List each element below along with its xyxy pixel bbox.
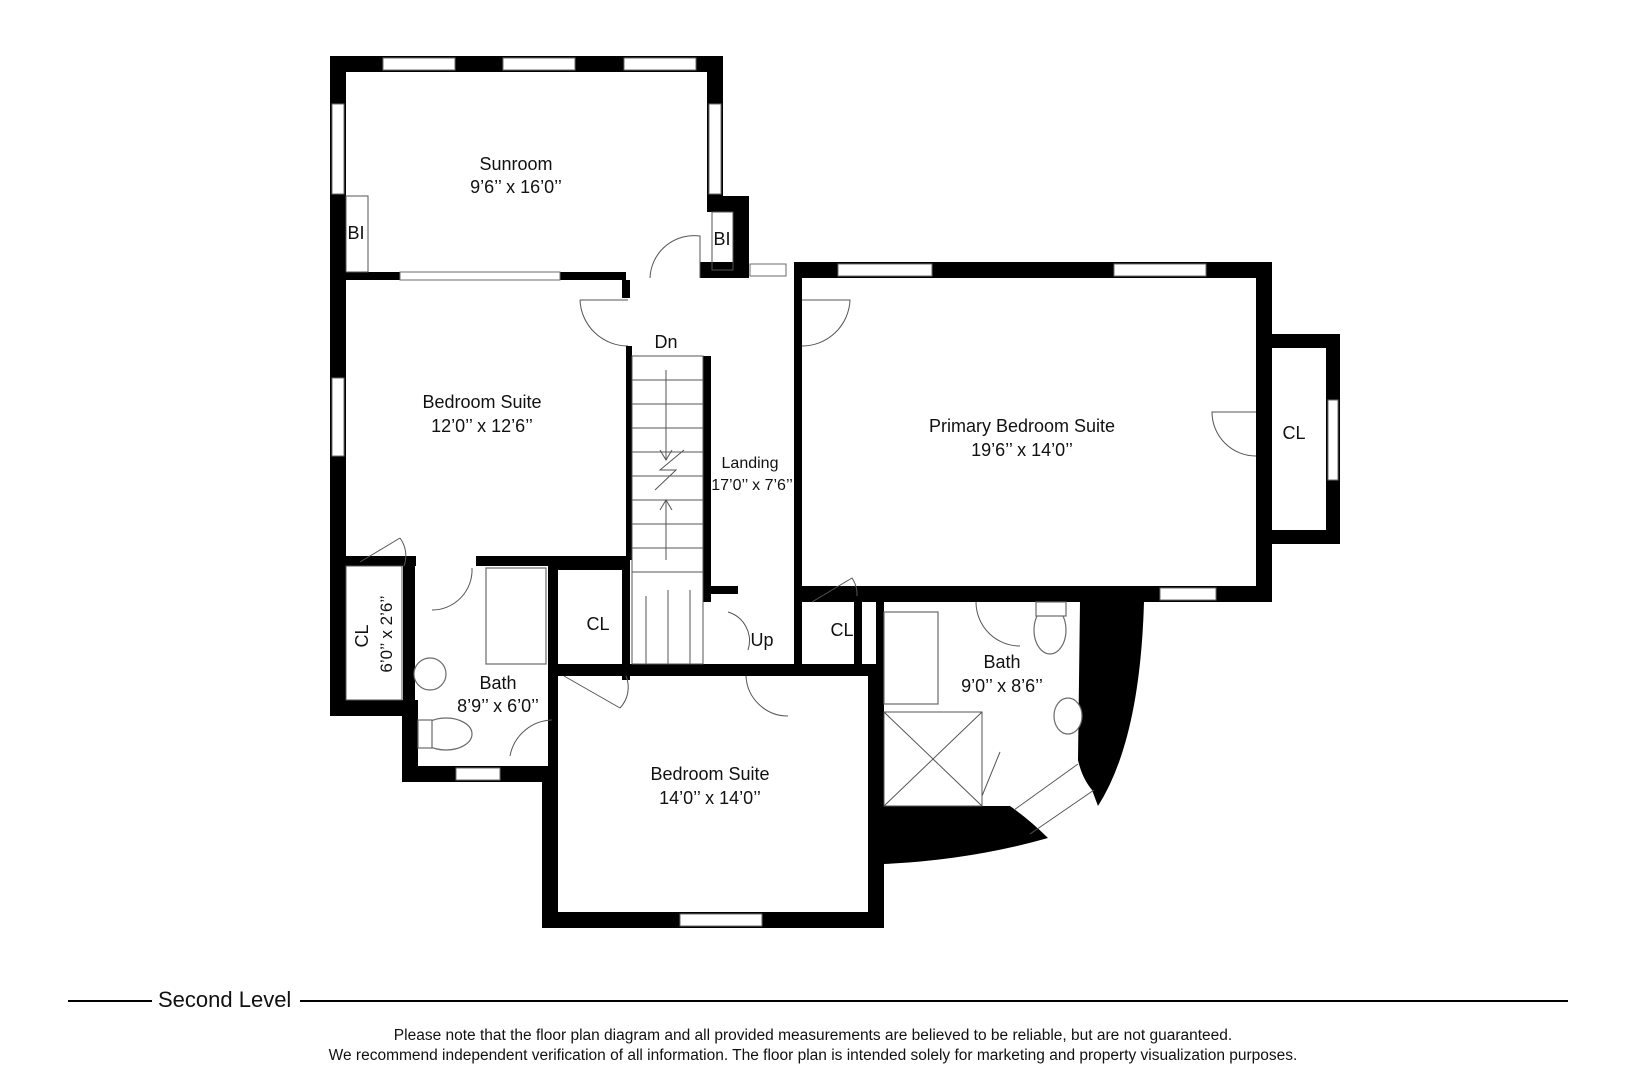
bedroom-bottom-dim: 14’0’’ x 14’0’’ (659, 788, 761, 808)
primary-bath-door (975, 601, 1021, 647)
up-door-arc (745, 675, 789, 717)
sunroom-door-arc (649, 235, 701, 279)
primary-dim: 19’6’’ x 14’0’’ (971, 440, 1073, 460)
level-title: Second Level (152, 985, 298, 1015)
bath-left-name: Bath (479, 673, 516, 693)
sunroom-name: Sunroom (479, 154, 552, 174)
primary-name: Primary Bedroom Suite (929, 416, 1115, 436)
stairs (631, 355, 704, 665)
bedroom-left-door-arc (579, 299, 629, 347)
sunroom-dim: 9’6’’ x 16’0’’ (470, 177, 562, 197)
built-in-right (711, 211, 734, 271)
closet-left-outline (345, 565, 403, 701)
bedroom-left-closet-door (359, 537, 407, 567)
bath-left-bottom-door-arc (509, 719, 553, 757)
bath-right-angled-door (1013, 763, 1095, 835)
cl-primary-label: CL (1282, 423, 1305, 443)
landing-dim: 17’0’’ x 7’6’’ (711, 477, 793, 494)
bath-right-name: Bath (983, 652, 1020, 672)
landing-top-door-right (801, 299, 851, 347)
bath-left-door-arc (431, 567, 473, 611)
up-label: Up (750, 630, 773, 650)
cl-center-label: CL (586, 614, 609, 634)
closet-left-dim: 6’0’’ x 2’6’’ (377, 595, 396, 672)
bath-right-toilet-tank (1035, 601, 1067, 617)
bath-left-tub (485, 567, 547, 665)
center-walls (558, 346, 802, 680)
dn-label: Dn (654, 332, 677, 352)
primary-closet-door (1211, 411, 1257, 457)
stair-door-arc (727, 611, 750, 651)
level-title-bar: Second Level (0, 985, 1626, 1015)
bedroom-left-window (331, 377, 345, 457)
bedroom-bottom-window (679, 913, 763, 927)
bath-right-dim: 9’0’’ x 8’6’’ (961, 676, 1043, 696)
bath-left-sink (413, 657, 447, 691)
closet-left-name: CL (352, 624, 372, 647)
bi-right-label: BI (713, 229, 730, 249)
bath-right-walls (794, 586, 1144, 896)
primary-windows (749, 263, 1339, 601)
bedroom-left-name: Bedroom Suite (422, 392, 541, 412)
sunroom-windows (331, 57, 722, 281)
cl-right-bath-label: CL (830, 620, 853, 640)
level-title-line-left (68, 1000, 152, 1002)
level-title-line-right (300, 1000, 1568, 1002)
bi-left-label: BI (347, 223, 364, 243)
landing-name: Landing (722, 455, 779, 472)
built-in-left (345, 195, 369, 273)
bath-right-shower (883, 711, 983, 807)
floor-plan: Sunroom 9’6’’ x 16’0’’ BI BI Bedroom Sui… (330, 56, 1340, 928)
bedroom-left-dim: 12’0’’ x 12’6’’ (431, 416, 533, 436)
disclaimer-line-2: We recommend independent verification of… (328, 1047, 1298, 1064)
bedroom-bottom-name: Bedroom Suite (650, 764, 769, 784)
bath-left-toilet-tank (417, 719, 433, 749)
center-closet-door (563, 675, 629, 709)
bath-left-dim: 8’9’’ x 6’0’’ (457, 696, 539, 716)
disclaimer-line-1: Please note that the floor plan diagram … (393, 1027, 1233, 1044)
bath-right-tub (883, 611, 939, 705)
bath-left-window (455, 767, 501, 781)
bath-right-sink (1053, 697, 1083, 735)
shower-door (981, 751, 1001, 797)
